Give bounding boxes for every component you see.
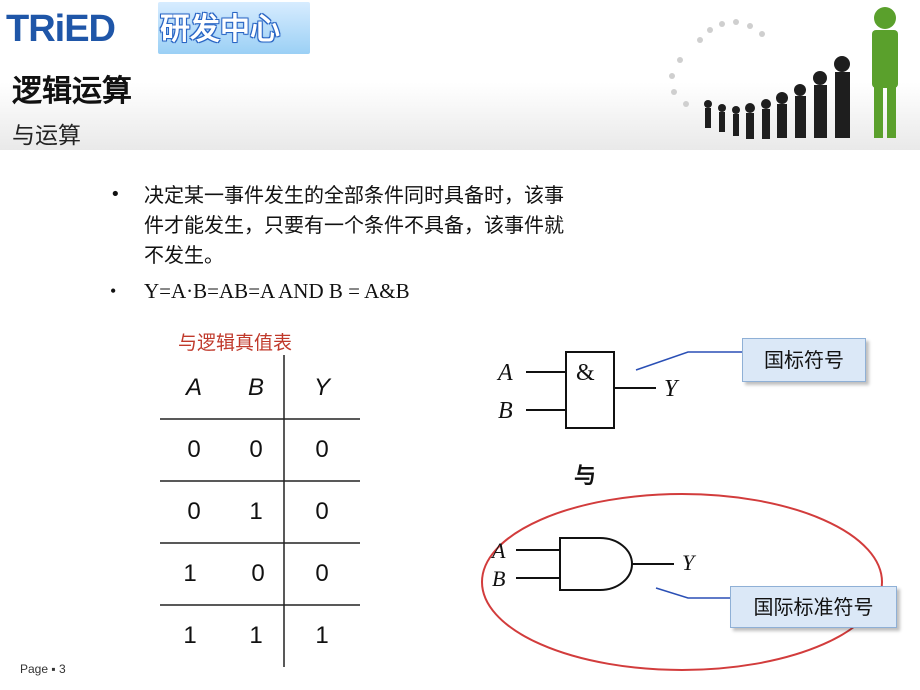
table-header-b: B (248, 374, 264, 401)
table-header-y: Y (314, 374, 332, 401)
bullet-list: • 决定某一事件发生的全部条件同时具备时，该事件才能发生，只要有一个条件不具备，… (110, 180, 580, 306)
formula-text: Y=A·B=AB=A AND B = A&B (144, 279, 410, 303)
bullet-marker: • (110, 184, 121, 205)
ansi-input-a-label: A (490, 538, 506, 563)
page-number: Page ▪ 3 (20, 662, 66, 676)
table-header-a: A (184, 374, 202, 401)
gate-separator-label: 与 (574, 464, 597, 489)
ansi-output-y-label: Y (682, 550, 697, 575)
bullet-item: • 决定某一事件发生的全部条件同时具备时，该事件才能发生，只要有一个条件不具备，… (110, 180, 580, 270)
bullet-item: • Y=A·B=AB=A AND B = A&B (110, 276, 580, 306)
logo-subtitle: 研发中心 (160, 12, 280, 47)
table-cell: 0 (251, 560, 264, 587)
table-cell: 0 (249, 436, 262, 463)
iec-callout-leader (635, 351, 742, 371)
iec-and-gate-symbol: & A B Y (496, 351, 742, 429)
truth-table: A B Y 0 0 0 0 1 0 1 0 0 1 1 1 (160, 355, 360, 667)
bullet-marker: • (110, 281, 117, 301)
iec-input-b-label: B (498, 398, 513, 424)
ansi-input-b-label: B (492, 566, 505, 591)
bullet-text: 决定某一事件发生的全部条件同时具备时，该事件才能发生，只要有一个条件不具备，该事… (144, 183, 564, 267)
table-grid (160, 355, 360, 667)
spiral-figures-decoration (669, 19, 765, 107)
green-person-icon (872, 7, 898, 138)
tried-logo: TRiED (6, 8, 116, 50)
people-figures-icon (704, 56, 850, 139)
and-symbol-label: & (576, 360, 595, 386)
table-cell: 1 (249, 622, 262, 649)
iec-output-y-label: Y (664, 376, 680, 402)
iec-symbol-callout: 国标符号 (742, 338, 866, 382)
table-cell: 1 (183, 622, 196, 649)
table-cell: 1 (249, 498, 262, 525)
page-title: 逻辑运算 (12, 74, 132, 109)
gate-diagrams: & A B Y A B Y (481, 351, 883, 671)
page-subtitle: 与运算 (12, 123, 81, 149)
logo-sub-background (158, 2, 310, 54)
table-cell: 1 (183, 560, 196, 587)
ansi-symbol-callout: 国际标准符号 (730, 586, 897, 628)
truth-table-caption: 与逻辑真值表 (178, 332, 293, 354)
table-cell: 0 (187, 436, 200, 463)
iec-input-a-label: A (496, 360, 513, 386)
ansi-highlight-ellipse (481, 493, 883, 671)
header-decoration (669, 7, 898, 139)
ansi-and-gate-symbol: A B Y (490, 537, 732, 599)
table-cell: 0 (315, 436, 328, 463)
table-cell: 1 (315, 622, 328, 649)
ansi-callout-leader (655, 587, 732, 599)
table-cell: 0 (315, 498, 328, 525)
table-cell: 0 (315, 560, 328, 587)
table-cell: 0 (187, 498, 200, 525)
